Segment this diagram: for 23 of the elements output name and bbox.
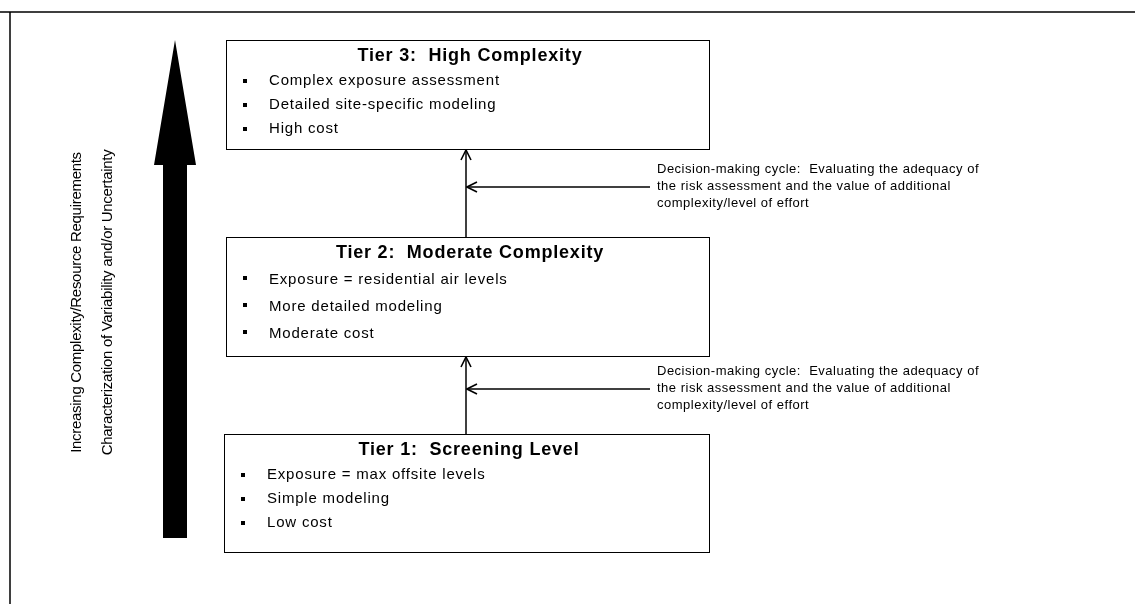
bullet-item: Complex exposure assessment — [241, 68, 699, 92]
axis-label: Characterization of Variability and/or Uncertainty — [98, 149, 116, 455]
tier-title: Tier 1: Screening Level — [357, 439, 581, 460]
arrow — [466, 383, 651, 395]
bullet-item: Low cost — [239, 510, 699, 534]
arrow — [460, 356, 472, 435]
annotation-text: Decision-making cycle: Evaluating the adequacy of the risk assessment and the value of additional complexity/level of effort — [657, 362, 997, 413]
bullet-item: Simple modeling — [239, 486, 699, 510]
tier-box — [224, 434, 710, 553]
bullet-item: High cost — [241, 116, 699, 140]
bullet-item: Detailed site-specific modeling — [241, 92, 699, 116]
tier-title: Tier 2: Moderate Complexity — [334, 242, 606, 263]
tier-box — [226, 237, 710, 357]
bullet-item: More detailed modeling — [241, 292, 699, 319]
tier-box — [226, 40, 710, 150]
arrow — [466, 181, 651, 193]
tier-title: Tier 3: High Complexity — [356, 45, 584, 66]
annotation-text: Decision-making cycle: Evaluating the adequacy of the risk assessment and the value of additional complexity/level of effort — [657, 160, 997, 211]
bullet-item: Exposure = residential air levels — [241, 265, 699, 292]
arrow — [460, 149, 472, 238]
bullet-item: Moderate cost — [241, 319, 699, 346]
bullet-item: Exposure = max offsite levels — [239, 462, 699, 486]
axis-label: Increasing Complexity/Resource Requirements — [66, 151, 84, 453]
